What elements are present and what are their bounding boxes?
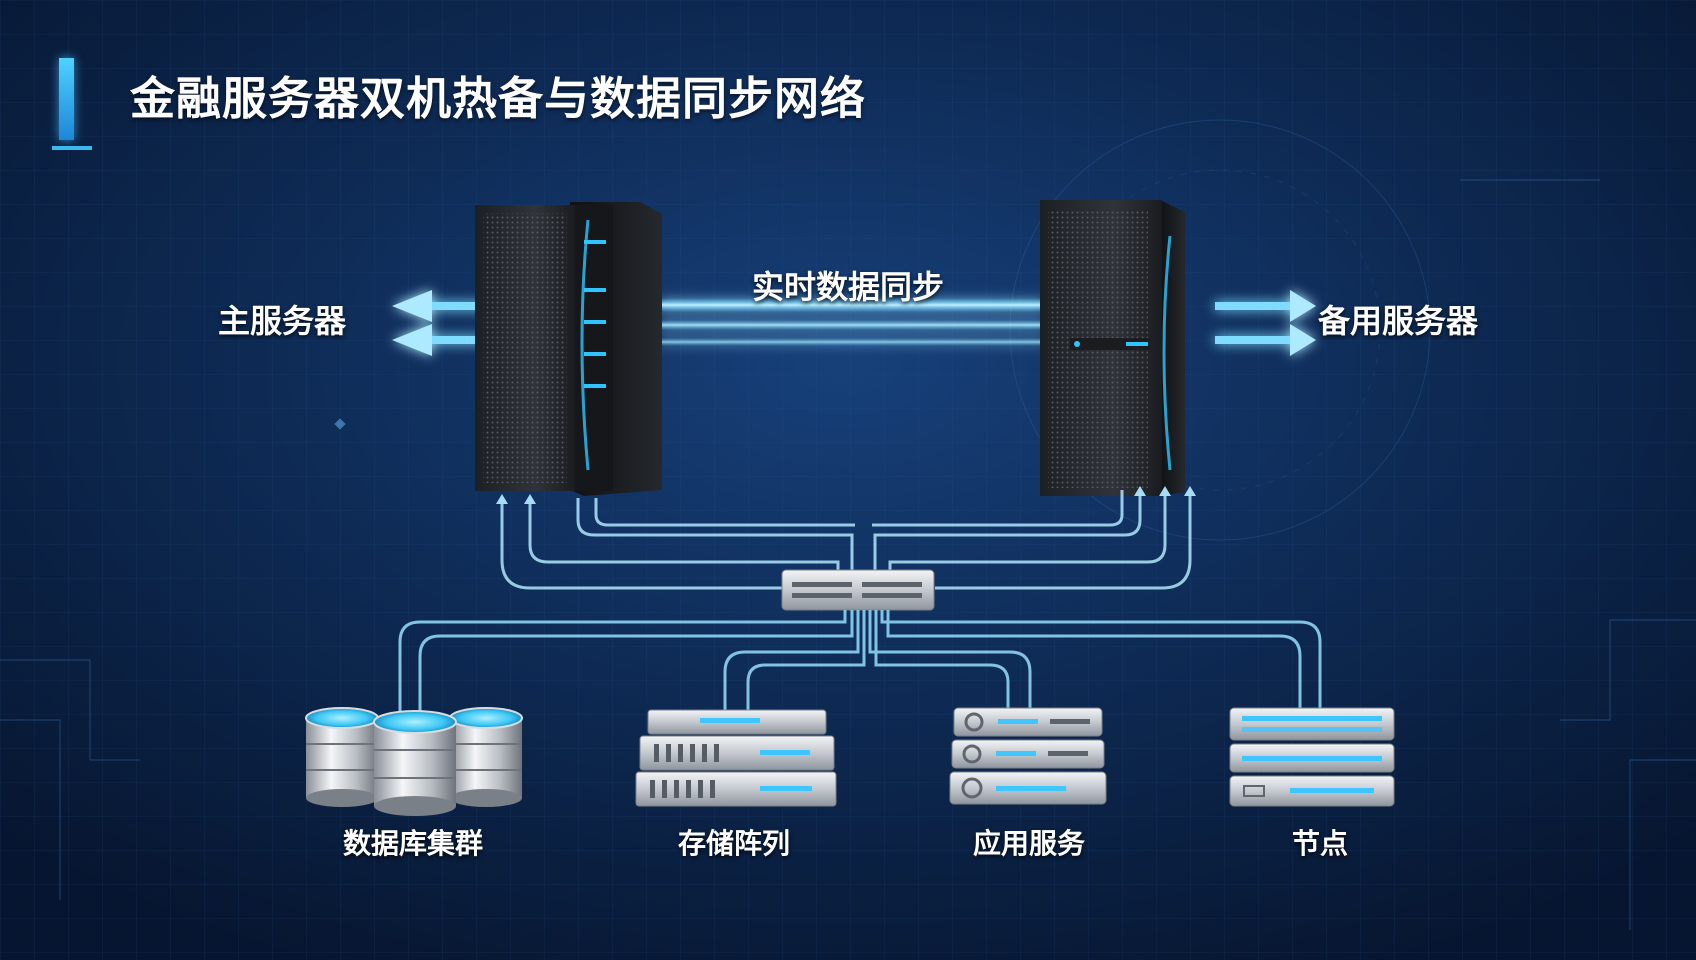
page-title: 金融服务器双机热备与数据同步网络 [130,72,867,125]
primary-server-label: 主服务器 [218,302,347,340]
primary-server-tower-icon [475,202,662,496]
app-service-label: 应用服务 [973,827,1086,860]
sync-beam [660,298,1045,346]
primary-outbound-arrows [392,290,485,356]
backup-outbound-arrows [1215,290,1316,356]
title-accent-underline [52,146,92,150]
switch-device-links [398,610,1322,712]
node-label: 节点 [1292,827,1349,860]
upload-arrowheads [496,486,1196,504]
network-switch-icon [781,569,935,611]
storage-array-icon [635,709,837,807]
storage-array-label: 存储阵列 [678,827,791,860]
title-accent-bar [59,58,74,140]
backup-server-tower-icon [1040,200,1185,496]
sync-label: 实时数据同步 [752,268,945,306]
server-switch-links [500,490,1192,590]
node-rack-icon [1229,707,1395,807]
backup-server-label: 备用服务器 [1318,302,1479,340]
database-cluster-icon [305,707,523,816]
db-cluster-label: 数据库集群 [343,827,484,860]
app-service-rack-icon [949,707,1107,805]
